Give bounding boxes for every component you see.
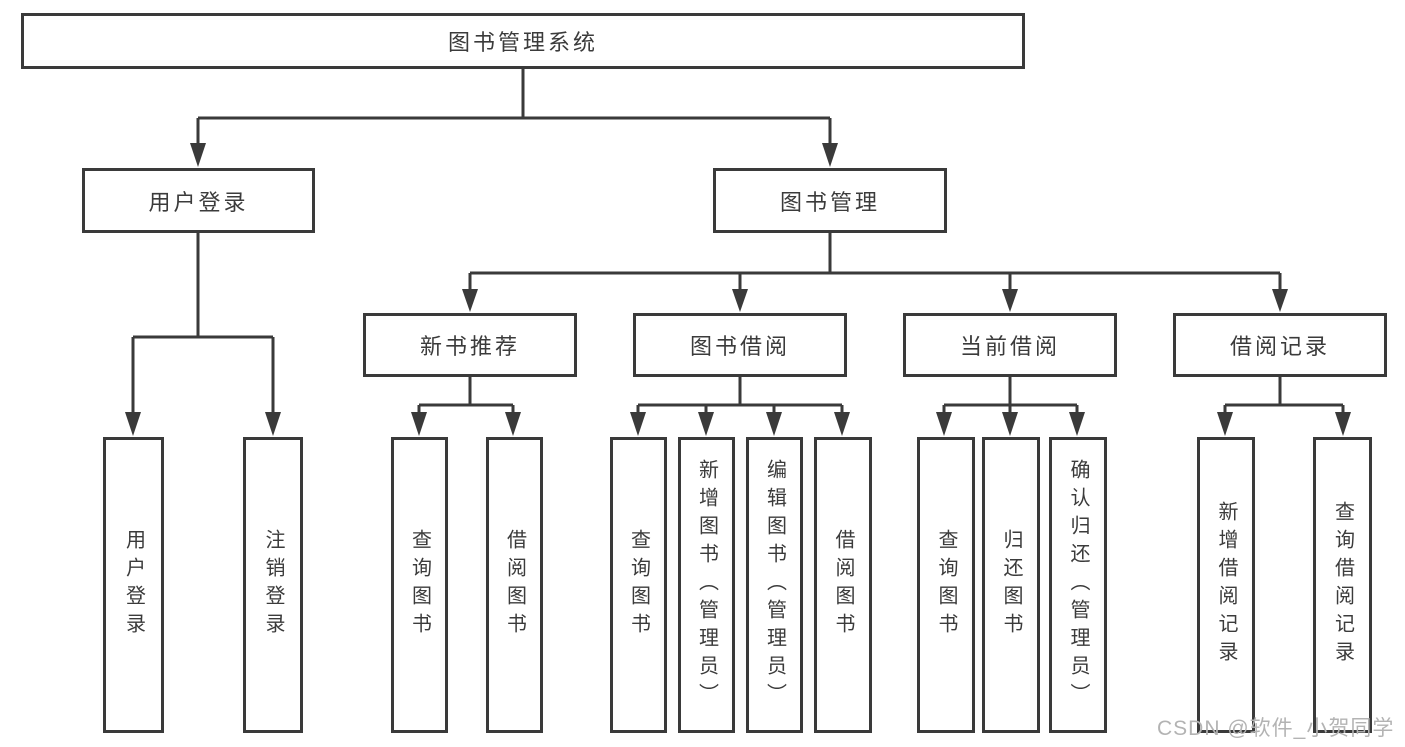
node-label: 借阅记录 [1229,334,1330,359]
node-logout: 注销登录 [243,437,303,733]
node-label: 用户登录 [122,529,145,641]
arrowhead-icon [732,289,748,312]
node-label: 编辑图书（管理员） [763,459,786,711]
node-current-borrowing: 当前借阅 [903,313,1117,377]
arrowhead-icon [822,143,838,167]
node-label: 图书管理系统 [447,30,598,55]
node-query-books-borrowing: 查询图书 [610,437,667,733]
arrowhead-icon [1335,412,1351,436]
node-query-books-current: 查询图书 [917,437,975,733]
node-label: 当前借阅 [959,334,1060,359]
node-confirm-return-admin: 确认归还（管理员） [1049,437,1107,733]
arrowhead-icon [265,412,281,436]
node-label: 新增图书（管理员） [695,459,718,711]
arrowhead-icon [125,412,141,436]
node-label: 新书推荐 [419,334,520,359]
node-borrow-books-recommend: 借阅图书 [486,437,543,733]
node-library-management-system: 图书管理系统 [21,13,1025,69]
node-label: 新增借阅记录 [1215,501,1237,669]
node-label: 借阅图书 [503,529,526,641]
arrowhead-icon [1002,289,1018,312]
node-label: 图书借阅 [689,334,790,359]
node-borrow-books-leaf: 借阅图书 [814,437,872,733]
node-add-borrow-record: 新增借阅记录 [1197,437,1255,733]
node-return-books: 归还图书 [982,437,1040,733]
node-book-borrowing: 图书借阅 [633,313,847,377]
node-label: 归还图书 [1000,529,1022,641]
node-user-login-leaf: 用户登录 [103,437,164,733]
node-add-books-admin: 新增图书（管理员） [678,437,735,733]
node-label: 查询图书 [935,529,957,641]
node-new-book-recommendation: 新书推荐 [363,313,577,377]
csdn-watermark: CSDN @软件_小贺同学 [1157,717,1395,740]
node-book-management: 图书管理 [713,168,947,233]
arrowhead-icon [834,412,850,436]
node-label: 确认归还（管理员） [1067,459,1089,711]
node-edit-books-admin: 编辑图书（管理员） [746,437,803,733]
node-label: 查询借阅记录 [1331,501,1354,669]
node-borrowing-record: 借阅记录 [1173,313,1387,377]
arrowhead-icon [936,412,952,436]
arrowhead-icon [462,289,478,312]
arrowhead-icon [766,412,782,436]
arrowhead-icon [190,143,206,167]
arrowhead-icon [1272,289,1288,312]
node-label: 查询图书 [627,529,650,641]
node-user-login: 用户登录 [82,168,315,233]
arrowhead-icon [1217,412,1233,436]
node-query-books-recommend: 查询图书 [391,437,448,733]
node-query-borrow-record: 查询借阅记录 [1313,437,1372,733]
arrowhead-icon [505,412,521,436]
node-label: 查询图书 [408,529,431,641]
node-label: 注销登录 [262,529,284,641]
node-label: 借阅图书 [832,529,854,641]
arrowhead-icon [411,412,427,436]
arrowhead-icon [1002,412,1018,436]
arrowhead-icon [1069,412,1085,436]
node-label: 图书管理 [779,189,880,215]
node-label: 用户登录 [148,189,249,215]
arrowhead-icon [630,412,646,436]
arrowhead-icon [698,412,714,436]
